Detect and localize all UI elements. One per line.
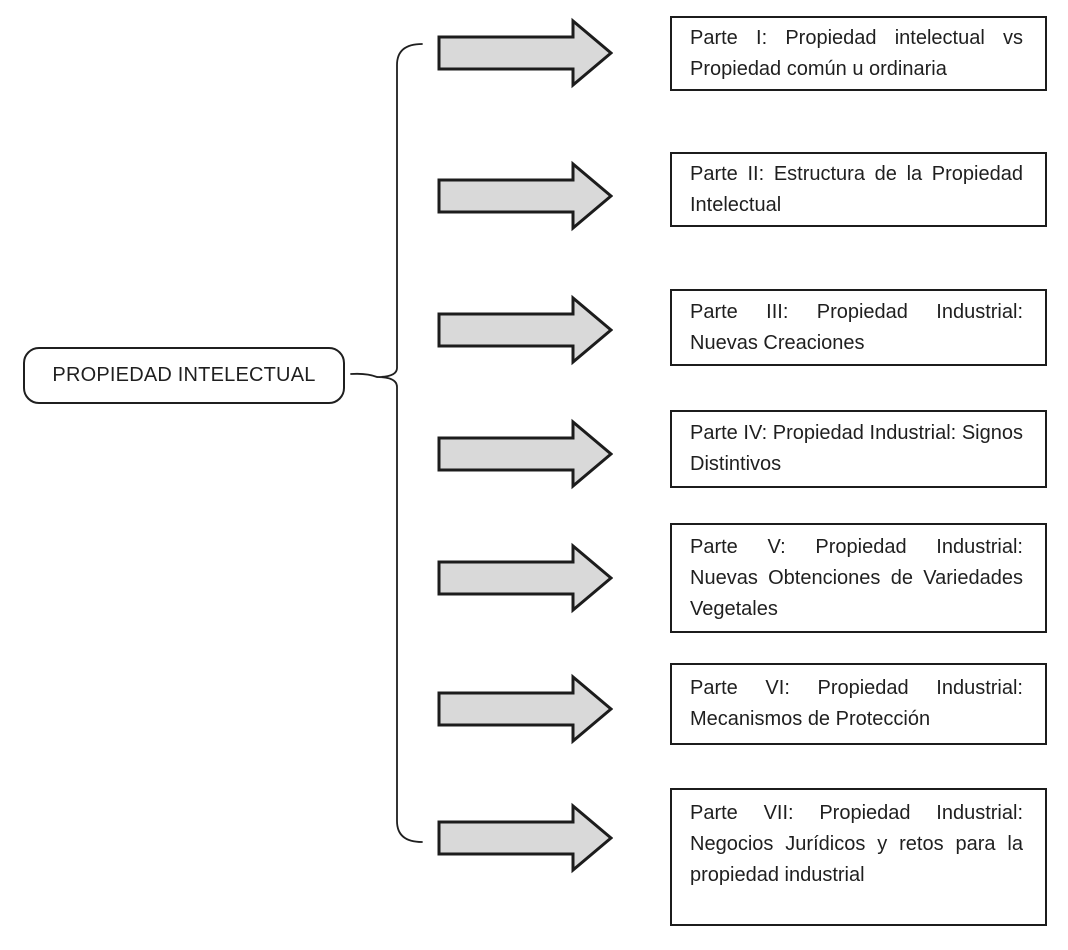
arrow-shape xyxy=(437,294,613,366)
root-connector-line xyxy=(350,372,378,378)
part-box-label: Parte IV: Propiedad Industrial: Signos D… xyxy=(690,422,1023,475)
arrow-shape xyxy=(437,418,613,490)
brace-path xyxy=(376,43,423,843)
part-box-label: Parte I: Propiedad intelectual vs Propie… xyxy=(690,26,1023,80)
part-box-label: Parte V: Propiedad Industrial: Nuevas Ob… xyxy=(690,535,1023,620)
part-box-parte-1: Parte I: Propiedad intelectual vs Propie… xyxy=(670,16,1047,91)
part-box-label: Parte VI: Propiedad Industrial: Mecanism… xyxy=(690,677,1023,730)
root-node-propiedad-intelectual: PROPIEDAD INTELECTUAL xyxy=(23,347,345,404)
arrow-icon-4 xyxy=(437,418,613,490)
part-box-parte-6: Parte VI: Propiedad Industrial: Mecanism… xyxy=(670,663,1047,745)
arrow-shape xyxy=(437,542,613,614)
arrow-icon-7 xyxy=(437,802,613,874)
arrow-shape xyxy=(437,673,613,745)
part-box-label: Parte II: Estructura de la Propiedad Int… xyxy=(690,162,1023,216)
part-box-parte-2: Parte II: Estructura de la Propiedad Int… xyxy=(670,152,1047,227)
part-box-label: Parte VII: Propiedad Industrial: Negocio… xyxy=(690,802,1023,886)
part-box-parte-4: Parte IV: Propiedad Industrial: Signos D… xyxy=(670,410,1047,488)
part-box-label: Parte III: Propiedad Industrial: Nuevas … xyxy=(690,300,1023,354)
arrow-icon-2 xyxy=(437,160,613,232)
arrow-icon-1 xyxy=(437,17,613,89)
arrow-icon-5 xyxy=(437,542,613,614)
part-box-parte-7: Parte VII: Propiedad Industrial: Negocio… xyxy=(670,788,1047,926)
arrow-icon-3 xyxy=(437,294,613,366)
part-box-parte-5: Parte V: Propiedad Industrial: Nuevas Ob… xyxy=(670,523,1047,633)
brace-connector xyxy=(350,43,423,843)
arrow-icon-6 xyxy=(437,673,613,745)
arrow-shape xyxy=(437,802,613,874)
root-node-label: PROPIEDAD INTELECTUAL xyxy=(52,364,316,386)
arrow-shape xyxy=(437,160,613,232)
arrow-shape xyxy=(437,17,613,89)
part-box-parte-3: Parte III: Propiedad Industrial: Nuevas … xyxy=(670,289,1047,366)
